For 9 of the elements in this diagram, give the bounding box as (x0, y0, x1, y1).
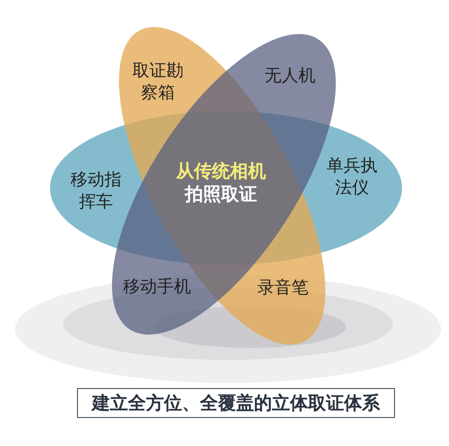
device-label: 无人机 (264, 64, 316, 88)
device-label: 取证勘察箱 (132, 60, 184, 104)
center-heading: 从传统相机 (176, 161, 266, 183)
device-label: 移动手机 (122, 276, 191, 298)
center-heading: 拍照取证 (185, 184, 257, 206)
device-label: 单兵执法仪 (326, 154, 378, 200)
device-label: 录音笔 (257, 276, 308, 300)
summary-banner: 建立全方位、全覆盖的立体取证体系 (77, 388, 395, 418)
device-label: 移动指挥车 (70, 168, 122, 214)
